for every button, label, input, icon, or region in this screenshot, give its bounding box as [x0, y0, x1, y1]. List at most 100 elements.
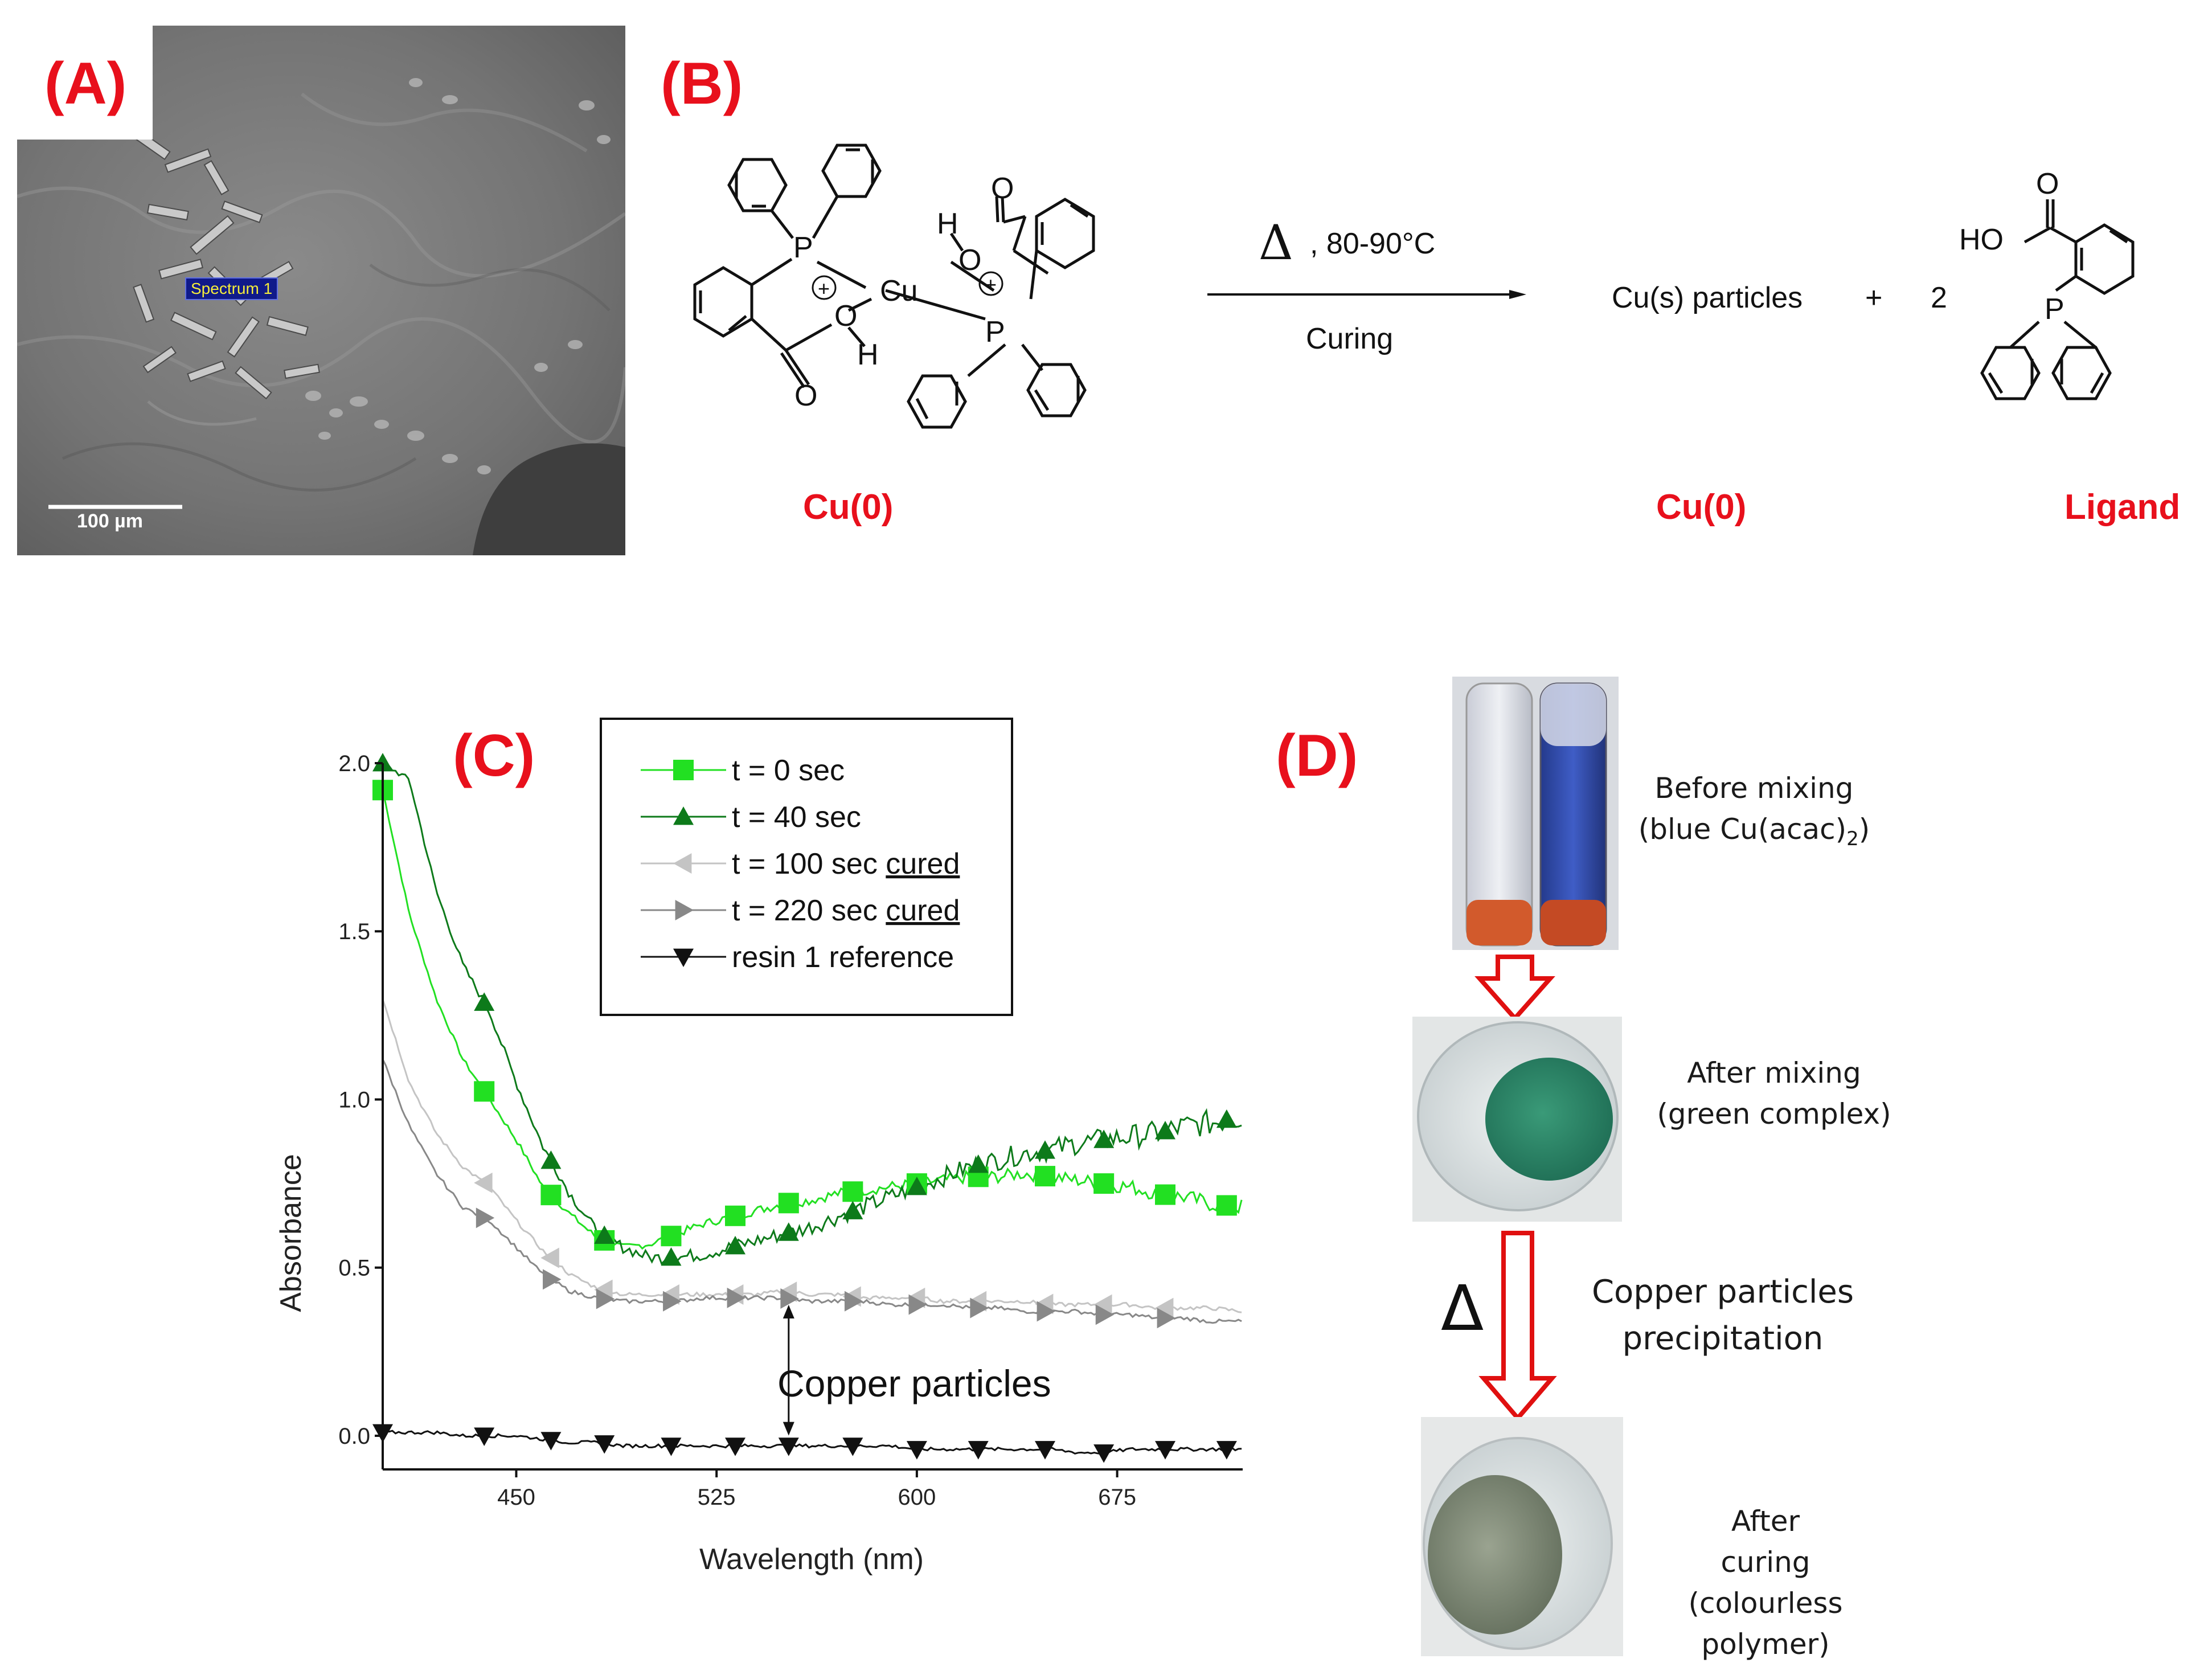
charge-right: + — [978, 271, 1003, 296]
stoichiometric-coefficient: 2 — [1931, 281, 1947, 314]
legend-marker-0 — [673, 760, 694, 780]
photo-after-mixing — [1412, 1017, 1622, 1222]
panel-b-label: (B) — [661, 51, 743, 117]
copper-particles-arrow — [783, 1304, 794, 1436]
svg-text:+: + — [985, 273, 997, 296]
product-cu-particles: Cu(s) particles — [1612, 281, 1803, 314]
caption-precipitation: Copper particles precipitation — [1591, 1273, 1854, 1357]
heat-symbol: Δ — [1441, 1272, 1484, 1345]
charge-left: + — [812, 275, 837, 300]
y-tick-label: 0.0 — [338, 1424, 370, 1449]
product-caption: Cu(0) — [1656, 488, 1747, 527]
y-tick-label: 0.5 — [338, 1256, 370, 1281]
marker-0 — [474, 1081, 495, 1102]
reactant-complex-structure — [693, 144, 1095, 429]
marker-0 — [1093, 1173, 1115, 1194]
y-tick-label: 1.5 — [338, 919, 370, 944]
panel-c-label: (C) — [453, 723, 535, 789]
marker-1 — [540, 1150, 562, 1169]
condition-curing: Curing — [1306, 322, 1393, 355]
legend-box — [600, 718, 1013, 1016]
ligand-atom-o: O — [2036, 167, 2059, 200]
ligand-atom-ho: HO — [1959, 223, 2004, 256]
marker-1 — [594, 1225, 615, 1244]
marker-4 — [968, 1441, 989, 1460]
marker-0 — [1216, 1195, 1237, 1216]
reaction-scheme: P Cu O H O O H O P + + Δ , 80-90°C Curin… — [693, 144, 2135, 429]
legend-marker-3 — [675, 900, 694, 920]
reaction-arrowhead — [1509, 290, 1526, 299]
marker-4 — [778, 1438, 799, 1456]
scale-bar-label: 100 µm — [77, 510, 143, 532]
marker-3 — [663, 1291, 682, 1312]
marker-3 — [1095, 1304, 1115, 1325]
ligand-structure — [1980, 199, 2135, 400]
marker-1 — [778, 1222, 799, 1241]
marker-2 — [594, 1279, 613, 1300]
marker-4 — [842, 1438, 863, 1456]
legend-marker-2 — [673, 853, 692, 874]
copper-particles-annotation: Copper particles — [777, 1362, 1051, 1404]
condition-temperature: , 80-90°C — [1310, 227, 1435, 260]
arrow-head-up — [783, 1304, 794, 1318]
arrow-down-heat — [1478, 1231, 1557, 1422]
ligand-atom-p: P — [2045, 293, 2064, 326]
legend-label-1: t = 40 sec — [732, 801, 861, 834]
y-axis-label: Absorbance — [275, 1154, 308, 1312]
caption-before-mixing: Before mixing (blue Cu(acac)2) — [1623, 768, 1885, 859]
marker-2 — [474, 1172, 493, 1193]
marker-4 — [1034, 1441, 1055, 1460]
series-line-4 — [382, 1430, 1242, 1455]
caption-after-mixing: After mixing (green complex) — [1657, 1056, 1891, 1131]
marker-0 — [778, 1193, 799, 1214]
ligand-caption: Ligand — [2064, 488, 2181, 527]
reactant-caption: Cu(0) — [803, 488, 894, 527]
photo-after-curing — [1421, 1417, 1623, 1656]
marker-4 — [661, 1438, 682, 1456]
marker-4 — [594, 1435, 615, 1454]
panel-a-label-box — [17, 26, 153, 140]
atom-p-right: P — [985, 316, 1005, 349]
marker-1 — [968, 1154, 989, 1173]
y-tick-label: 2.0 — [338, 751, 370, 776]
atom-cu: Cu — [880, 275, 917, 308]
atom-h-lower: H — [857, 338, 879, 371]
marker-3 — [727, 1287, 746, 1308]
marker-4 — [474, 1427, 495, 1446]
legend-marker-1 — [673, 806, 694, 825]
marker-3 — [476, 1207, 495, 1228]
marker-2 — [540, 1247, 559, 1268]
legend-marker-4 — [673, 948, 694, 967]
marker-1 — [725, 1235, 746, 1255]
marker-0 — [1155, 1184, 1176, 1205]
panel-d-label: (D) — [1276, 723, 1358, 789]
svg-text:+: + — [818, 277, 830, 300]
legend-label-2: t = 100 sec cured — [732, 847, 960, 880]
marker-0 — [1034, 1166, 1055, 1187]
marker-3 — [543, 1269, 562, 1290]
marker-2 — [1093, 1294, 1112, 1315]
marker-3 — [596, 1288, 615, 1309]
legend-label-0: t = 0 sec — [732, 754, 845, 787]
marker-1 — [906, 1177, 927, 1195]
marker-3 — [844, 1291, 863, 1312]
marker-3 — [1157, 1308, 1176, 1329]
plus-sign: + — [1865, 281, 1882, 314]
plot-markers — [372, 753, 1237, 1463]
marker-3 — [970, 1297, 989, 1318]
marker-2 — [1155, 1297, 1174, 1318]
legend-label-4: resin 1 reference — [732, 941, 954, 974]
marker-4 — [725, 1438, 746, 1456]
x-axis-label: Wavelength (nm) — [699, 1543, 924, 1576]
caption-before-mixing-line2: (blue Cu(acac)2) — [1638, 813, 1870, 850]
marker-4 — [1093, 1444, 1115, 1463]
marker-4 — [906, 1441, 927, 1460]
x-tick-label: 525 — [698, 1485, 736, 1510]
spectrum-label: Spectrum 1 — [185, 277, 278, 300]
atom-o-upper: O — [958, 244, 981, 277]
atom-o-lower: O — [834, 300, 857, 333]
panel-a-label: (A) — [44, 51, 127, 117]
arrow-head-down — [783, 1422, 794, 1436]
